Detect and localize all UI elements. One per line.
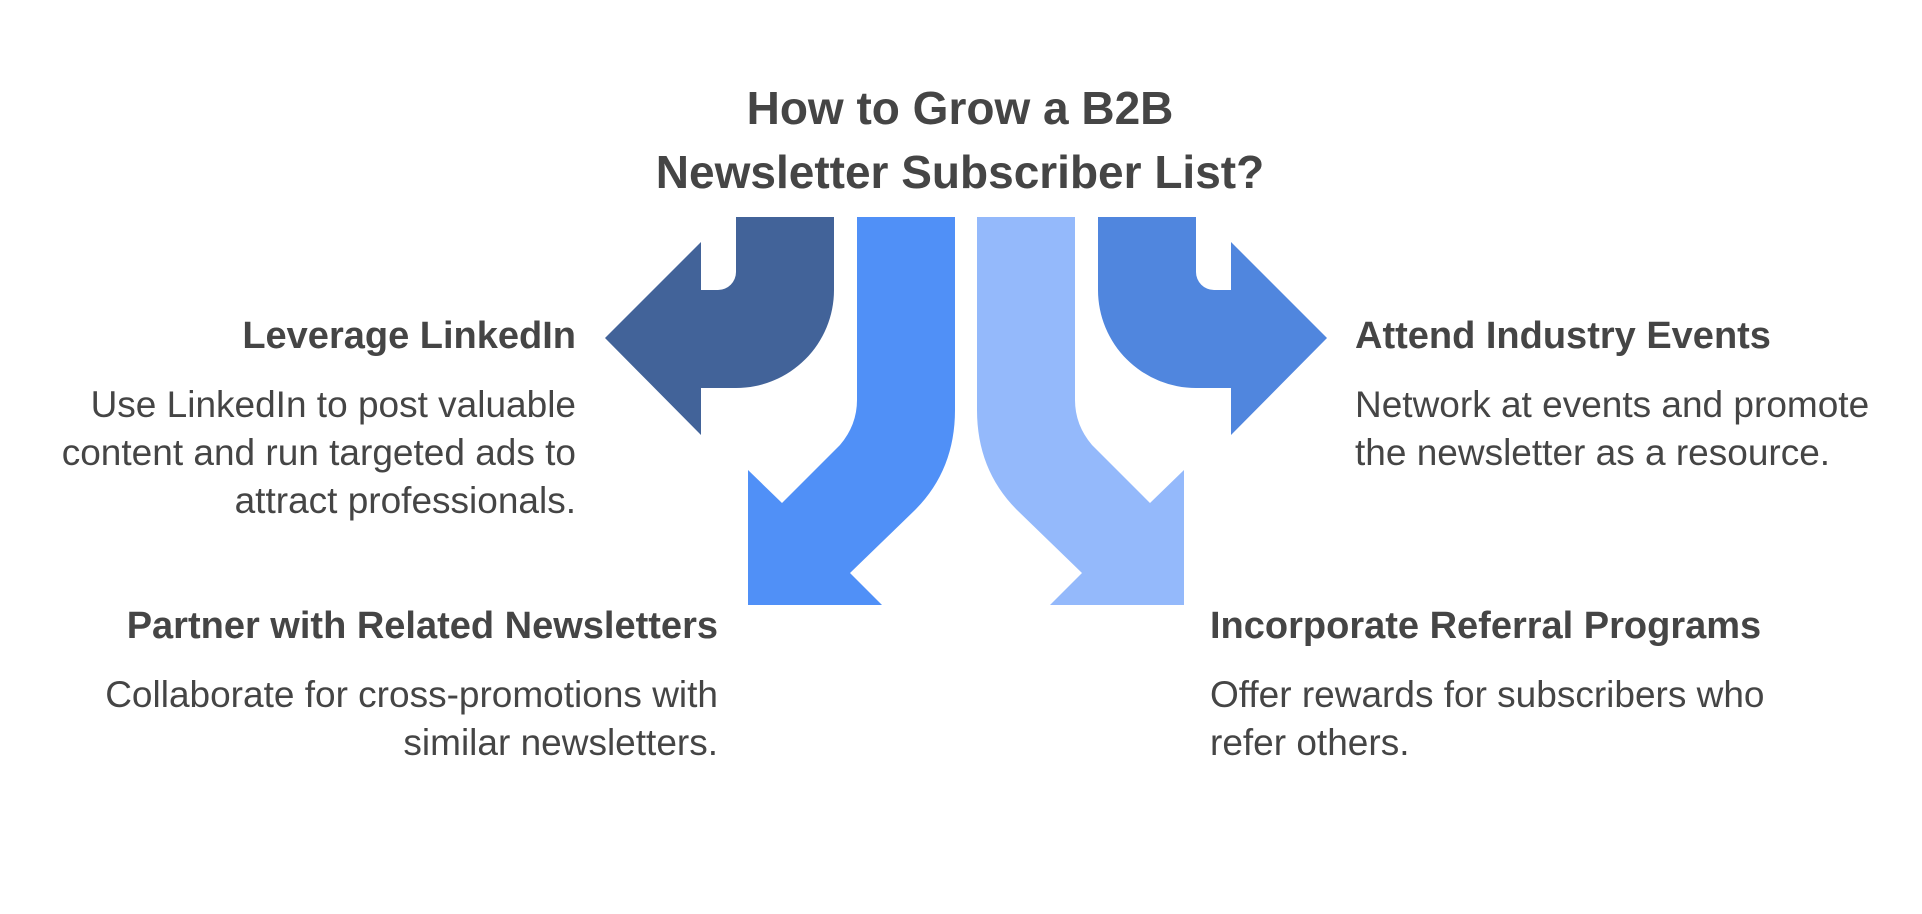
item-heading: Attend Industry Events xyxy=(1355,315,1771,357)
title-line-2: Newsletter Subscriber List? xyxy=(655,146,1265,198)
item-heading: Partner with Related Newsletters xyxy=(126,605,718,647)
item-description: Network at events and promote the newsle… xyxy=(1355,384,1870,473)
item-description: Collaborate for cross-promotions with si… xyxy=(105,674,718,763)
diagram-title: How to Grow a B2B Newsletter Subscriber … xyxy=(560,76,1360,204)
item-partner-newsletters: Partner with Related Newsletters Collabo… xyxy=(18,603,718,767)
right-curved-arrow-icon xyxy=(1098,217,1327,435)
item-referral-programs: Incorporate Referral Programs Offer rewa… xyxy=(1210,603,1830,767)
down-left-curved-arrow-icon xyxy=(748,217,955,605)
title-line-1: How to Grow a B2B xyxy=(746,82,1174,134)
item-attend-events: Attend Industry Events Network at events… xyxy=(1355,313,1915,477)
item-heading: Leverage LinkedIn xyxy=(242,315,576,357)
left-curved-arrow-icon xyxy=(605,217,834,435)
down-right-curved-arrow-icon xyxy=(977,217,1184,605)
item-leverage-linkedin: Leverage LinkedIn Use LinkedIn to post v… xyxy=(56,313,576,525)
item-description: Use LinkedIn to post valuable content an… xyxy=(61,384,576,521)
item-heading: Incorporate Referral Programs xyxy=(1210,605,1762,647)
item-description: Offer rewards for subscribers who refer … xyxy=(1210,674,1765,763)
